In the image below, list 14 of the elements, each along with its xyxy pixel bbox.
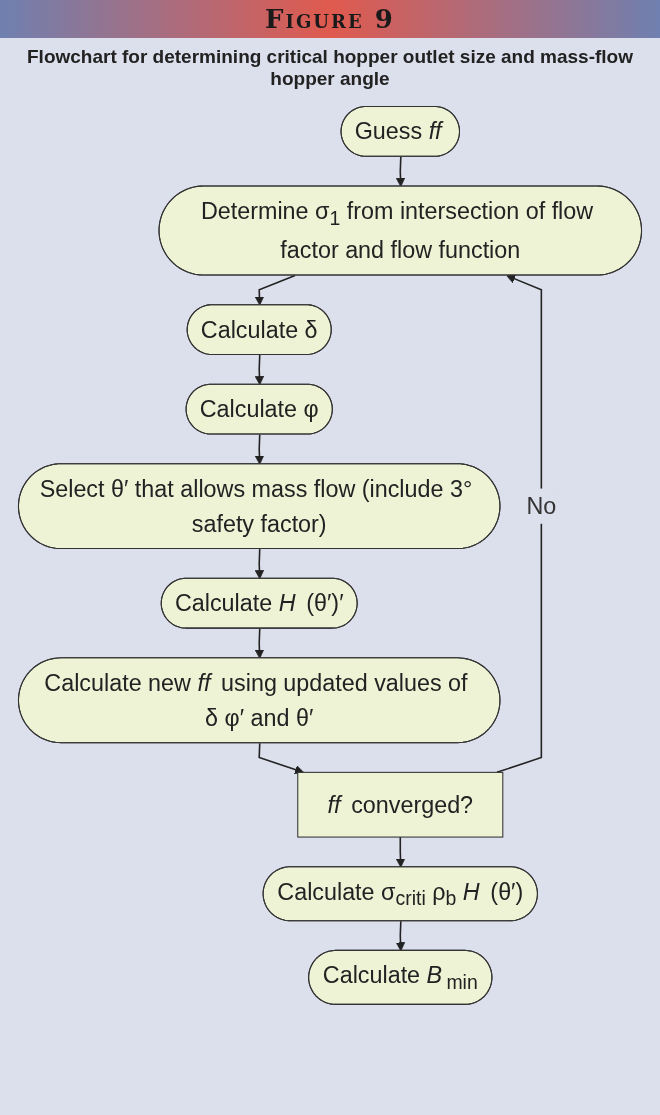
arrow [496,274,543,774]
figure-title: Figure 9 [265,4,395,34]
figure-caption: Flowchart for determining critical hopper outlet size and mass-flow hopper angle [26,45,634,91]
node-box: ff converged? [297,771,504,838]
arrow [395,156,406,187]
arrow [254,627,265,659]
arrow [395,836,406,868]
arrow [254,354,265,386]
arrow [258,742,304,775]
arrow [395,920,406,952]
edge-label: No [526,492,557,520]
arrow [254,548,265,580]
arrow [254,274,296,306]
arrow [254,433,265,465]
